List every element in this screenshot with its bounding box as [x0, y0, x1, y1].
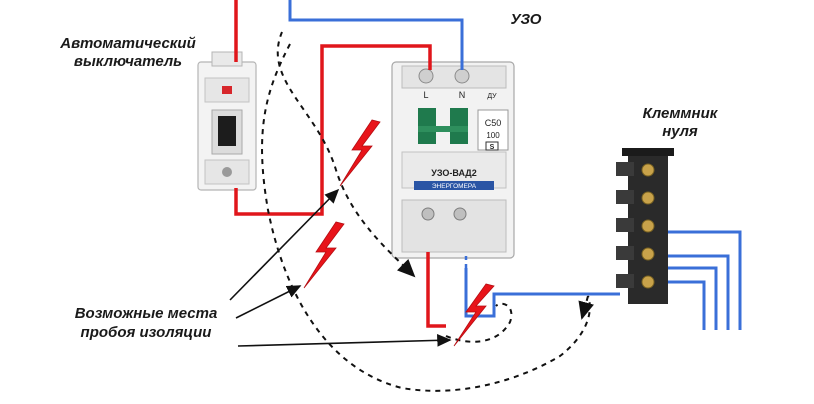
- neutral-terminal-bar: [616, 148, 674, 304]
- circuit-breaker: [197, 51, 257, 191]
- neutral-bar-label-line2: нуля: [662, 123, 698, 140]
- annotation-arrow-3: [237, 333, 452, 347]
- neutral-wires: [288, 0, 742, 330]
- fault-current-paths: [261, 31, 594, 392]
- neutral-out-3: [668, 266, 718, 330]
- fault-path-2: [261, 43, 591, 392]
- neutral-out-4: [668, 280, 706, 330]
- terminal-du-label: ДУ: [487, 93, 497, 100]
- phase-wire-rcd-out: [426, 252, 446, 328]
- neutral-out-2: [668, 254, 730, 330]
- rcd-brand: ЭНЕРГОМЕРА: [432, 183, 477, 190]
- phase-wire-breaker-to-rcd: [234, 44, 432, 216]
- annotation-arrow-1: [229, 188, 340, 301]
- rcd-rating: C50: [485, 118, 502, 128]
- fault-path-2-arrow: [578, 295, 594, 320]
- breakdown-label-line2: пробоя изоляции: [81, 324, 212, 341]
- breaker-label-line1: Автоматический: [59, 35, 195, 52]
- neutral-wire-in: [288, 0, 464, 70]
- annotation-arrows: [229, 188, 452, 347]
- fault-path-3: [445, 302, 513, 343]
- rcd-class: S: [490, 144, 495, 151]
- neutral-bar-label-line1: Клеммник: [643, 105, 719, 122]
- breakdown-label-line1: Возможные места: [75, 305, 218, 322]
- phase-wires: [234, 0, 446, 328]
- lightning-icon: [303, 221, 345, 289]
- neutral-wire-rcd-out: [464, 268, 620, 318]
- breakdown-markers: [303, 119, 495, 347]
- rcd-leakage: 100: [486, 131, 500, 140]
- terminal-l-label: L: [423, 90, 428, 100]
- terminal-n-label: N: [459, 90, 466, 100]
- rcd-model: УЗО-ВАД2: [431, 168, 476, 178]
- lightning-icon: [339, 119, 381, 187]
- rcd-label: УЗО: [511, 11, 542, 28]
- rcd-device: L N ДУ C50 100 S УЗО-ВАД2 ЭНЕРГОМЕРА: [391, 61, 515, 259]
- breaker-label-line2: выключатель: [74, 53, 182, 70]
- annotation-arrow-2: [235, 285, 302, 319]
- neutral-out-1: [668, 230, 742, 330]
- fault-path-1: [276, 31, 416, 278]
- lightning-icon: [453, 283, 495, 347]
